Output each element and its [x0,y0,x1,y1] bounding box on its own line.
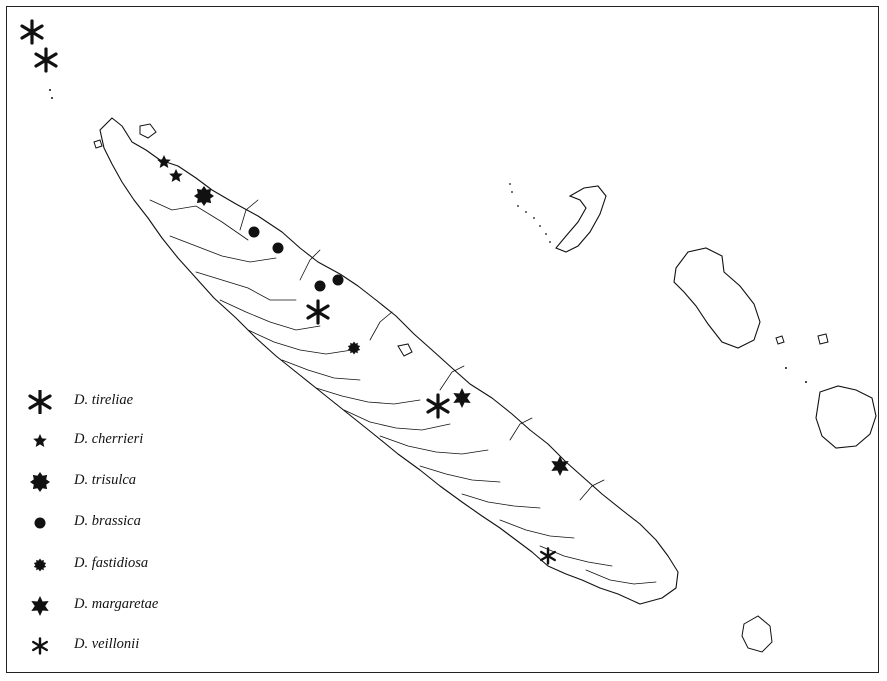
legend-item-veillonii: D. veillonii [28,634,139,658]
lifou-islet [817,333,829,345]
marker-brassica [314,280,326,292]
marker-tireliae [20,19,44,45]
tiga-islet [775,335,785,345]
marker-brassica [248,226,260,238]
asterisk-small-icon [32,637,48,655]
marker-tireliae [34,47,58,73]
legend-label-trisulca: D. trisulca [74,472,137,488]
river-network [149,199,657,585]
legend-label-veillonii: D. veillonii [74,636,140,652]
marker-brassica [332,274,344,286]
loyalty-islet-dot-2 [805,381,807,383]
lifou-island [673,247,761,349]
loyalty-islet-dot [785,367,787,369]
legend-item-margaretae: D. margaretae [28,594,158,618]
legend-label-fastidiosa: D. fastidiosa [74,555,149,571]
belep-dot-2 [51,97,53,99]
marker-brassica [272,242,284,254]
legend-item-tireliae: D. tireliae [28,390,133,414]
star8-icon [30,472,50,492]
legend-item-fastidiosa: D. fastidiosa [28,553,148,577]
asterisk-large-icon [28,390,52,414]
legend-label-margaretae: D. margaretae [74,596,159,612]
islet-north-2 [93,139,103,149]
ouvea-reef-dots [509,183,551,243]
legend-label-cherrieri: D. cherrieri [74,431,144,447]
legend-item-trisulca: D. trisulca [28,470,136,494]
main-island-outline [99,117,679,605]
mare-island [815,385,877,449]
star6-icon [31,596,49,616]
star10-small-icon [33,558,47,572]
marker-trisulca [194,186,214,206]
isle-of-pines [741,615,773,653]
islet-east-coast [397,343,413,357]
dot-icon [34,517,46,529]
star5-small-icon [33,434,47,447]
islet-north-1 [139,123,157,139]
legend-label-brassica: D. brassica [74,513,141,529]
ouvea-island [555,185,607,253]
legend-item-cherrieri: D. cherrieri [28,429,143,453]
belep-dot [49,89,51,91]
legend-label-tireliae: D. tireliae [74,392,134,408]
legend-item-brassica: D. brassica [28,511,141,535]
